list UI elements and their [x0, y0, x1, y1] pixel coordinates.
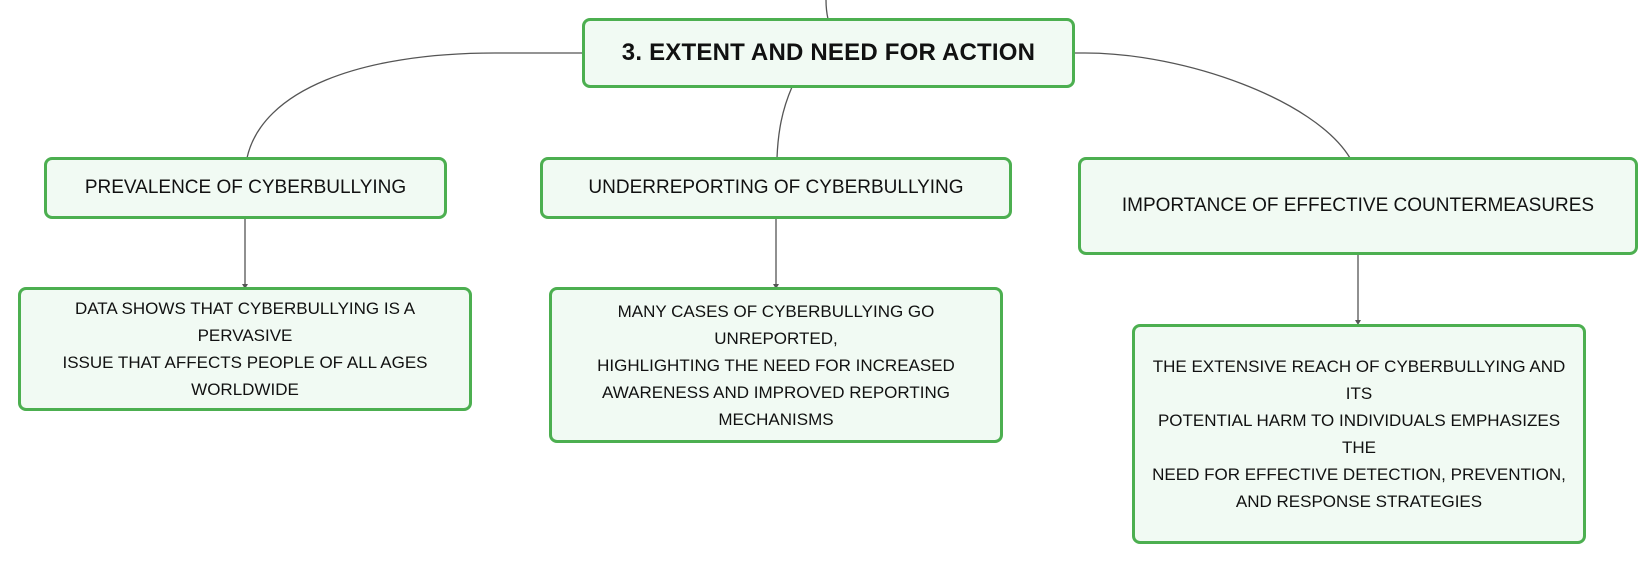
arrowhead-3 — [1355, 320, 1361, 325]
detail-line: POTENTIAL HARM TO INDIVIDUALS EMPHASIZES… — [1157, 411, 1561, 457]
detail-text: DATA SHOWS THAT CYBERBULLYING IS A PERVA… — [27, 295, 463, 403]
detail-line: HIGHLIGHTING THE NEED FOR INCREASED — [597, 355, 955, 375]
detail-node-prevalence[interactable]: DATA SHOWS THAT CYBERBULLYING IS A PERVA… — [18, 287, 472, 411]
detail-line: MANY CASES OF CYBERBULLYING GO UNREPORTE… — [617, 301, 935, 348]
arrowhead-1 — [242, 284, 248, 289]
detail-line: WORLDWIDE — [191, 380, 299, 399]
detail-node-countermeasures[interactable]: THE EXTENSIVE REACH OF CYBERBULLYING AND… — [1132, 324, 1586, 544]
root-node[interactable]: 3. EXTENT AND NEED FOR ACTION — [582, 18, 1075, 88]
detail-line: MECHANISMS — [718, 409, 834, 429]
detail-line: THE EXTENSIVE REACH OF CYBERBULLYING AND… — [1152, 357, 1566, 403]
connector-parent-to-root — [825, 0, 829, 20]
branch-title: IMPORTANCE OF EFFECTIVE COUNTERMEASURES — [1121, 195, 1595, 216]
branch-title: PREVALENCE OF CYBERBULLYING — [84, 177, 407, 198]
detail-line: DATA SHOWS THAT CYBERBULLYING IS A PERVA… — [74, 299, 416, 345]
detail-text: MANY CASES OF CYBERBULLYING GO UNREPORTE… — [558, 298, 994, 433]
detail-node-underreporting[interactable]: MANY CASES OF CYBERBULLYING GO UNREPORTE… — [549, 287, 1003, 443]
branch-node-countermeasures[interactable]: IMPORTANCE OF EFFECTIVE COUNTERMEASURES — [1078, 157, 1638, 255]
connector-root-to-branch-1 — [246, 52, 583, 159]
detail-line: AWARENESS AND IMPROVED REPORTING — [602, 382, 950, 402]
branch-node-underreporting[interactable]: UNDERREPORTING OF CYBERBULLYING — [540, 157, 1012, 219]
detail-line: ISSUE THAT AFFECTS PEOPLE OF ALL AGES — [62, 353, 428, 372]
branch-node-prevalence[interactable]: PREVALENCE OF CYBERBULLYING — [44, 157, 447, 219]
root-title: 3. EXTENT AND NEED FOR ACTION — [621, 39, 1036, 66]
arrowhead-2 — [773, 284, 779, 289]
detail-text: THE EXTENSIVE REACH OF CYBERBULLYING AND… — [1141, 353, 1577, 515]
branch-title: UNDERREPORTING OF CYBERBULLYING — [588, 177, 964, 198]
detail-line: NEED FOR EFFECTIVE DETECTION, PREVENTION… — [1152, 465, 1566, 484]
connector-root-to-branch-3 — [1073, 52, 1351, 159]
connector-root-to-branch-2 — [776, 86, 793, 159]
detail-line: AND RESPONSE STRATEGIES — [1235, 492, 1483, 511]
